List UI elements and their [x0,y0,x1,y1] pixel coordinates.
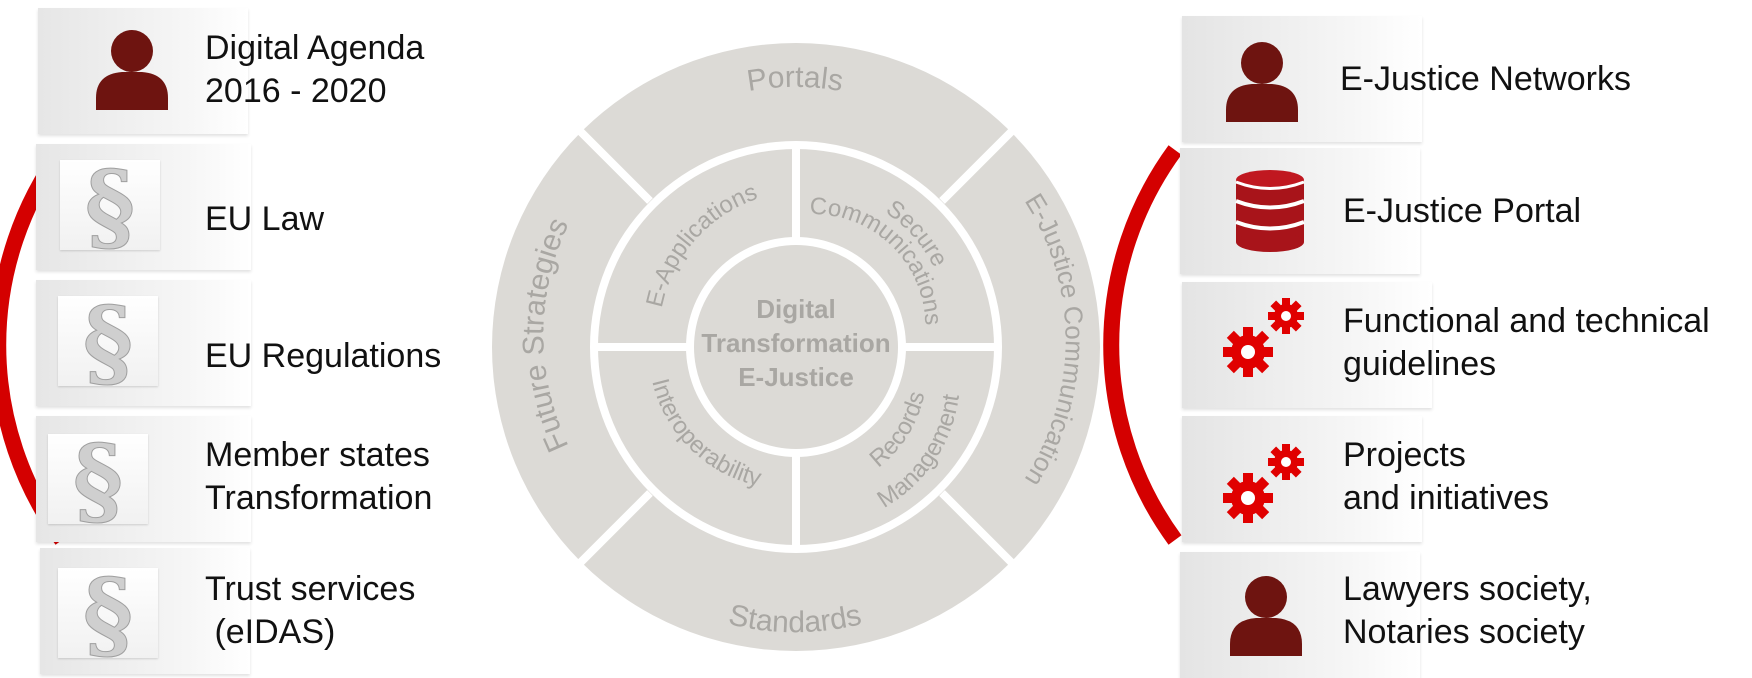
right-item-3-label: Functional and technical guidelines [1343,300,1710,386]
right-item-1-line1: E-Justice Networks [1340,60,1631,98]
paragraph-icon: § [58,286,158,400]
right-panel-5 [1180,552,1420,678]
left-item-5-line2: (eIDAS) [205,613,336,651]
right-item-5-line2: Notaries society [1343,613,1585,651]
left-item-5-label: Trust services (eIDAS) [205,568,415,654]
left-panel-1 [38,8,248,134]
left-item-2-line1: EU Law [205,200,325,238]
right-item-5-line1: Lawyers society, [1343,570,1592,608]
left-item-3-label: EU Regulations [205,335,441,378]
right-item-4-label: Projects and initiatives [1343,434,1549,520]
person-icon [1220,38,1304,127]
right-panel-4 [1182,416,1422,542]
gears-icon [1218,440,1308,535]
right-panel-3 [1182,282,1432,408]
left-item-4-label: Member states Transformation [205,434,432,520]
paragraph-icon: § [48,424,148,538]
right-item-4-line1: Projects [1343,436,1466,474]
svg-text:§: § [73,434,123,524]
center-line-3: E-Justice [738,362,854,392]
inner-separators [593,144,999,550]
left-red-arc [0,145,69,545]
center-line-1: Digital [756,294,835,324]
center-circle [694,245,898,449]
left-item-1-label: Digital Agenda 2016 - 2020 [205,27,424,113]
svg-text:§: § [85,160,135,250]
gears-icon [1218,294,1308,389]
svg-text:§: § [83,296,133,386]
right-item-4-line2: and initiatives [1343,479,1550,517]
right-red-arc [1103,145,1182,545]
right-panel-1 [1182,16,1422,142]
left-item-4-line1: Member states [205,436,430,474]
left-item-2-label: EU Law [205,198,324,241]
right-item-5-label: Lawyers society, Notaries society [1343,568,1592,654]
right-item-1-label: E-Justice Networks [1340,58,1631,101]
right-item-3-line2: guidelines [1343,345,1497,383]
database-icon [1234,168,1306,257]
person-icon [1224,572,1308,661]
center-line-2: Transformation [701,328,890,358]
left-item-5-line1: Trust services [205,570,416,608]
left-item-4-line2: Transformation [205,479,433,517]
left-item-3-line1: EU Regulations [205,337,442,375]
left-item-1-line1: Digital Agenda [205,29,425,67]
right-item-2-label: E-Justice Portal [1343,190,1581,233]
paragraph-icon: § [60,150,160,264]
person-icon [90,26,174,115]
svg-text:§: § [83,568,133,658]
outer-separators [574,125,1018,569]
right-item-2-line1: E-Justice Portal [1343,192,1582,230]
paragraph-icon: § [58,558,158,672]
left-item-1-line2: 2016 - 2020 [205,72,387,110]
right-item-3-line1: Functional and technical [1343,302,1710,340]
